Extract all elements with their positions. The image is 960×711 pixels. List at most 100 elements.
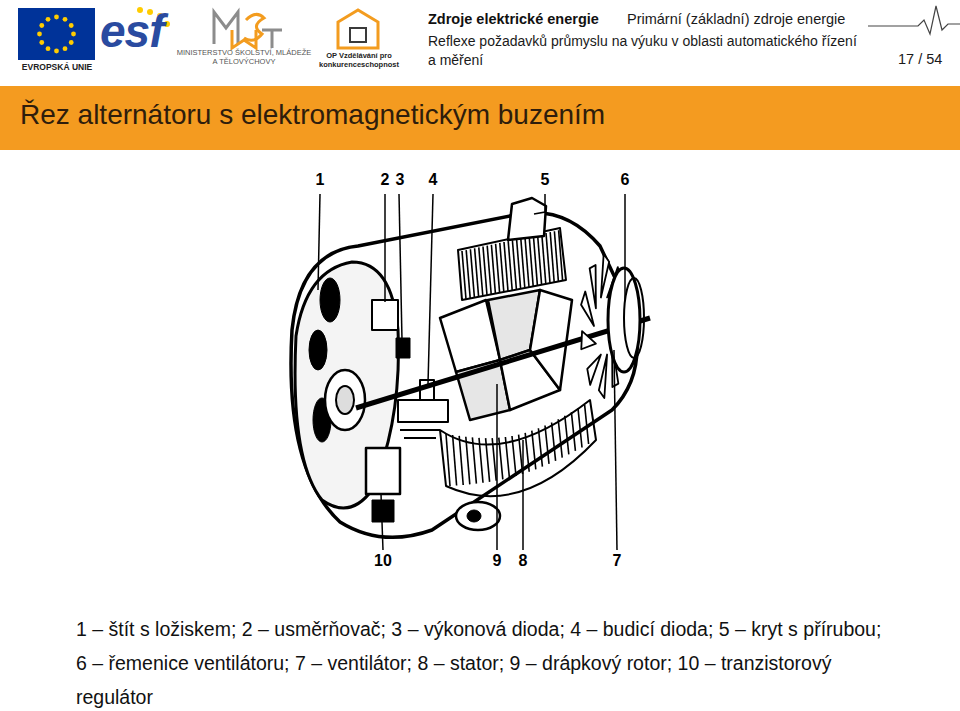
stator-hatch [578, 408, 582, 447]
stator-hatch [475, 248, 479, 296]
stator-hatch [585, 405, 589, 444]
stator-hatch [532, 431, 536, 470]
regulator-terminal [372, 500, 394, 522]
stator-hatch [533, 236, 537, 286]
leader-line [614, 350, 617, 550]
leader-line [534, 194, 545, 214]
leader-lines [318, 194, 625, 550]
stator-hatch [546, 233, 550, 283]
stator-hatch [538, 428, 542, 466]
leader-line [381, 494, 383, 550]
msmt-stroke [244, 14, 264, 40]
msmt-stroke [214, 12, 238, 44]
eu-star [46, 46, 51, 51]
leader-line [399, 194, 402, 340]
stator-hatch [466, 437, 470, 485]
leader-line [522, 440, 524, 550]
stator-hatch [558, 419, 562, 457]
eu-star [54, 15, 59, 20]
shield-vent [309, 330, 327, 370]
stator-hatch [466, 250, 470, 298]
stator-hatch [521, 238, 525, 287]
stator-hatch [508, 241, 512, 290]
callout-number: 9 [485, 552, 509, 570]
esf-star [164, 21, 170, 27]
op-window [350, 28, 366, 42]
stator-hatch [565, 416, 569, 455]
fan-blade [590, 265, 596, 308]
stator-hatch [487, 246, 491, 295]
bearing [325, 370, 365, 430]
stator-hatch [525, 238, 529, 288]
fan-blade [599, 355, 607, 398]
eu-star [39, 40, 44, 45]
logo-text: OP Vzdělávání pro konkurenceschopnost [310, 51, 408, 69]
stator-hatch [470, 249, 474, 297]
stator-hatch [525, 433, 529, 472]
callout-number: 6 [613, 171, 637, 189]
logo-text: EVROPSKÁ UNIE [14, 62, 100, 72]
eu-star [46, 17, 51, 22]
stator-core [440, 400, 596, 496]
stator-hatch [500, 243, 504, 292]
brush-holder [398, 400, 448, 422]
fan-blade [601, 254, 609, 297]
mounting-hole [467, 510, 481, 522]
msmt-stroke [262, 30, 282, 48]
bearing-core [336, 386, 354, 414]
leader-line [428, 194, 433, 384]
power-diode [396, 338, 410, 358]
stator-hatch [496, 244, 500, 293]
stator-hatch [517, 239, 521, 288]
logo-text: esf [100, 4, 163, 58]
shaft [356, 318, 650, 408]
header-pulse-line [868, 6, 960, 34]
header-project: Reflexe požadavků průmyslu na výuku v ob… [428, 32, 868, 70]
leader-line [318, 194, 320, 290]
callout-number: 8 [511, 552, 535, 570]
stator-hatch [552, 422, 556, 460]
stator-hatch [529, 237, 533, 287]
parts-caption: 1 – štít s ložiskem; 2 – usměrňovač; 3 –… [76, 612, 896, 711]
mounting-ear [456, 502, 500, 530]
stator-hatch [538, 235, 542, 285]
callout-number: 3 [388, 171, 412, 189]
callout-number: 4 [421, 171, 445, 189]
page-number: 17 / 54 [898, 51, 942, 67]
shield-vent [320, 278, 340, 322]
eu-star [63, 46, 68, 51]
stator-hatch [453, 435, 457, 486]
fan-blade [581, 292, 594, 326]
msmt-stroke [232, 30, 256, 48]
stator-hatch [483, 247, 487, 296]
regulator [366, 448, 400, 494]
rectifier [372, 300, 398, 330]
fan-blade [587, 355, 601, 385]
brush-springs [400, 430, 440, 438]
stator-hatch [550, 232, 554, 282]
callout-number: 10 [369, 552, 397, 570]
rotor-claw [530, 290, 572, 390]
stator-hatch [545, 426, 549, 464]
stator-hatch [512, 240, 516, 289]
leader-line [384, 194, 386, 302]
eu-star [54, 49, 59, 54]
eu-star [69, 40, 74, 45]
stator-hatch [459, 436, 463, 485]
eu-star [71, 32, 76, 37]
op-logo [338, 10, 378, 48]
stator-hatch [542, 234, 546, 284]
leader-line [496, 384, 498, 550]
msmt-logo [214, 12, 282, 48]
callout-number: 7 [605, 552, 629, 570]
stator-hatch [479, 247, 483, 295]
fan-blade [581, 331, 596, 349]
slide-title: Řez alternátoru s elektromagnetickým buz… [20, 99, 960, 131]
eu-stars [37, 15, 76, 54]
logo-text: MINISTERSTVO ŠKOLSTVÍ, MLÁDEŽE A TĚLOVÝC… [176, 48, 312, 66]
stator-hatch [446, 434, 450, 486]
header-subtopic: Primární (základní) zdroje energie [627, 11, 845, 27]
stator-hatch [462, 251, 466, 299]
